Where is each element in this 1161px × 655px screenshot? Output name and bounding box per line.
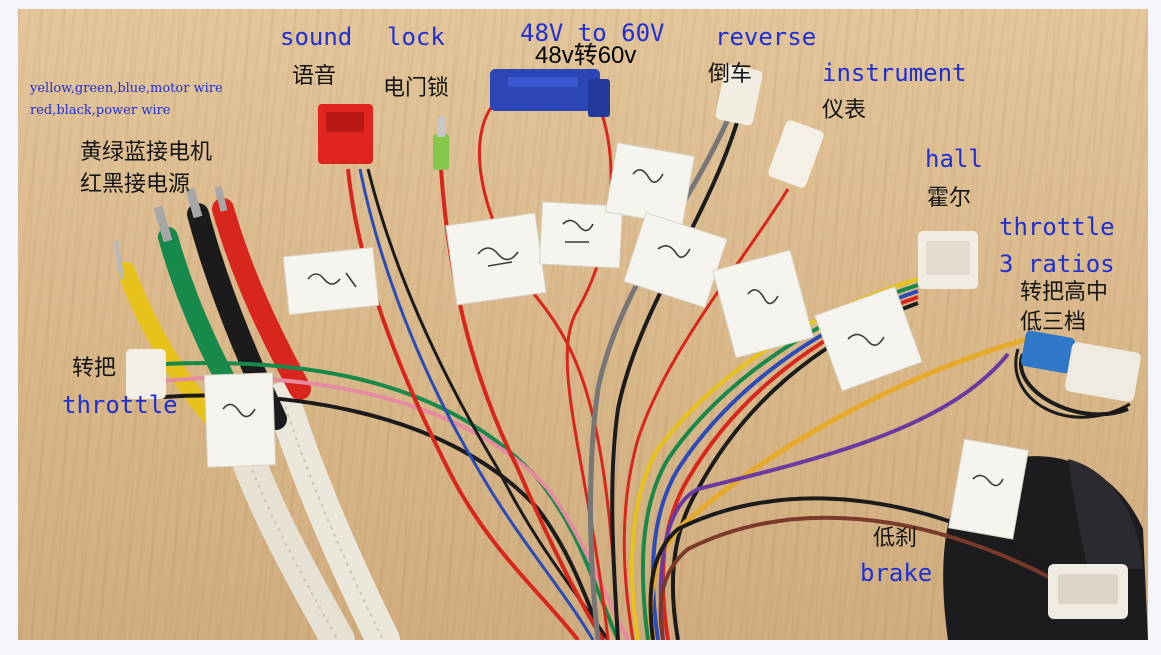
wire-green-left xyxy=(162,361,620,640)
harness-scene xyxy=(113,64,1148,640)
label-throttle3-en-1: throttle xyxy=(999,213,1115,241)
label-throttle3-zh-1: 转把高中 xyxy=(1020,280,1109,305)
label-brake-zh: 低刹 xyxy=(873,526,918,551)
label-power-en: red,black,power wire xyxy=(30,103,171,118)
wire-sound-blue xyxy=(358,168,595,640)
label-brake-en: brake xyxy=(860,559,933,587)
label-throttle3-zh-2: 低三档 xyxy=(1020,310,1087,335)
label-hall-zh: 霍尔 xyxy=(927,186,972,211)
label-power-zh: 红黑接电源 xyxy=(80,172,191,197)
label-reverse-en: reverse xyxy=(715,23,817,51)
hall-connector xyxy=(918,231,978,289)
instrument-connector xyxy=(768,120,824,188)
label-throttle3-en-2: 3 ratios xyxy=(999,250,1115,278)
label-motor-zh: 黄绿蓝接电机 xyxy=(80,140,213,165)
brake-connector xyxy=(1048,564,1128,619)
label-reverse-zh: 倒车 xyxy=(708,62,753,87)
wiring-harness-photo xyxy=(18,9,1148,640)
label-sound-en: sound xyxy=(280,23,353,51)
throttle-connector xyxy=(126,349,166,399)
wire-instrument-red xyxy=(622,188,790,640)
label-motor-en: yellow,green,blue,motor wire xyxy=(30,81,223,96)
label-throttle-zh: 转把 xyxy=(72,356,117,381)
label-instrument-zh: 仪表 xyxy=(822,98,867,123)
wire-voltage-red xyxy=(477,97,620,640)
wire-ratio-black-2 xyxy=(1014,348,1131,419)
voltage-connector xyxy=(490,69,610,117)
wire-ratio-purple xyxy=(658,352,1010,640)
reverse-connector xyxy=(715,64,763,126)
label-voltage-en: 48V to 60V xyxy=(520,19,665,47)
label-throttle-en: throttle xyxy=(62,391,178,419)
label-lock-zh: 电门锁 xyxy=(383,76,450,101)
sound-connector xyxy=(318,104,373,164)
label-instrument-en: instrument xyxy=(822,59,967,87)
lock-connector xyxy=(433,117,449,170)
label-voltage-zh: 48v转60v xyxy=(535,42,637,69)
label-lock-en: lock xyxy=(387,23,445,51)
handwritten-tags xyxy=(203,142,1029,540)
dark-object-highlight xyxy=(1068,459,1143,569)
wire-reverse-black xyxy=(610,118,740,640)
label-sound-zh: 语音 xyxy=(292,64,337,89)
wire-brake-brown xyxy=(658,515,1054,640)
ratio-connector xyxy=(1021,330,1141,402)
label-hall-en: hall xyxy=(925,145,983,173)
tag-scribbles xyxy=(222,169,1004,487)
